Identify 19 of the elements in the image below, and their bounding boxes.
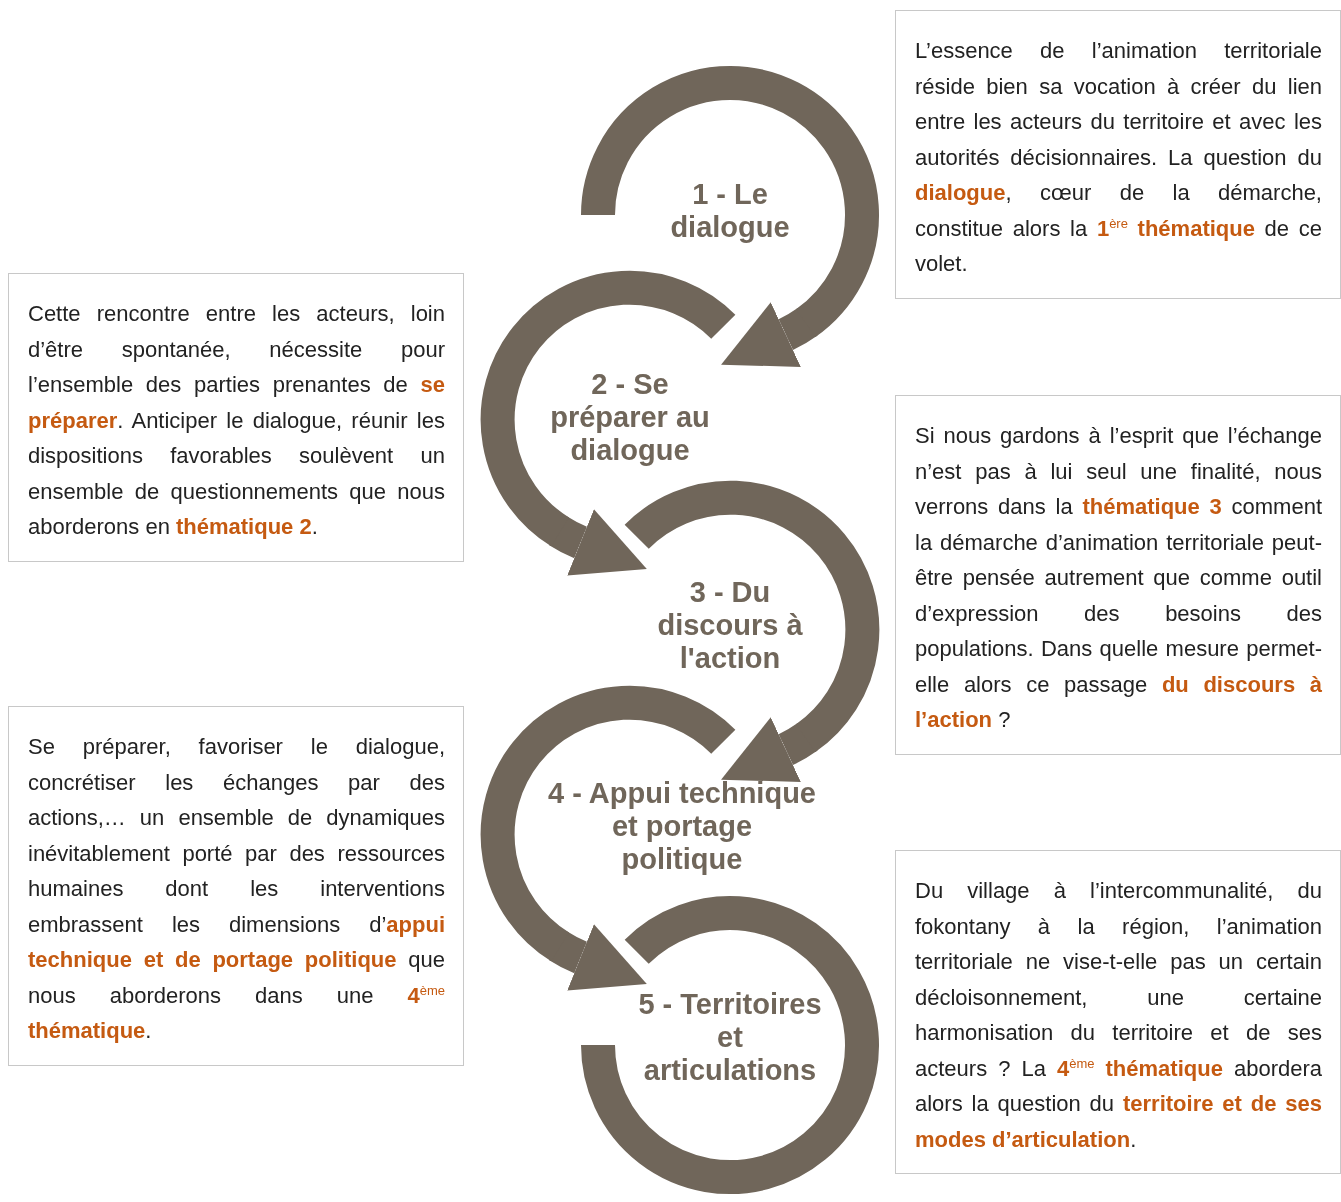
stage-label: 3 - Du discours à l'action <box>656 576 804 675</box>
stage-label: 2 - Se préparer au dialogue <box>549 368 711 467</box>
curved-arrow <box>549 509 647 576</box>
text-box <box>895 10 1341 299</box>
text-box <box>895 395 1341 755</box>
stage-label: 1 - Le dialogue <box>669 178 791 244</box>
paragraph: Se préparer, favoriser le dialogue, concrétiser les échanges par des actions,… un ensemble de dynamiques inévitablement porté par des ressources humaines dont les interventions embrassent les dimensions d’appui technique et de portage politique que nous aborderons dans une 4$^{ème}$ thématique. <box>28 733 445 1045</box>
curved-arrow <box>549 924 647 991</box>
paragraph: L’essence de l’animation territoriale réside bien sa vocation à créer du lien entre les acteurs du territoire et avec les autorités décisionnaires. La question du dialogue, cœur de la démarche, constitue alors la 1$^{ère}$ thématique de ce volet. <box>915 37 1322 278</box>
text-box <box>8 273 464 562</box>
paragraph: Cette rencontre entre les acteurs, loin d’être spontanée, nécessite pour l’ensemble des parties prenantes de se préparer. Anticiper le dialogue, réunir les dispositions favorables soulèvent un ensemble de questionnements que nous aborderons en thématique 2. <box>28 300 445 541</box>
paragraph: Si nous gardons à l’esprit que l’échange n’est pas à lui seul une finalité, nous verrons dans la thématique 3 comment la démarche d’animation territoriale peut-être pensée autrement que comme outil d’expression des besoins des populations. Dans quelle mesure permet-elle alors ce passage du discours à l’action ? <box>915 422 1322 734</box>
stage-label: 5 - Territoires et articulations <box>637 988 823 1087</box>
curved-arrow <box>721 302 818 367</box>
curved-arrow <box>721 717 818 782</box>
text-box <box>895 850 1341 1174</box>
stage-label: 4 - Appui technique et portage politique <box>548 777 816 876</box>
text-box <box>8 706 464 1066</box>
paragraph: Du village à l’intercommunalité, du fokontany à la région, l’animation territoriale ne vise-t-elle pas un certain décloisonnement, une certaine harmonisation du territoire et de ses acteurs ? La 4$^{ème}$ thématique abordera alors la question du territoire et de ses modes d’articulation. <box>915 877 1322 1154</box>
